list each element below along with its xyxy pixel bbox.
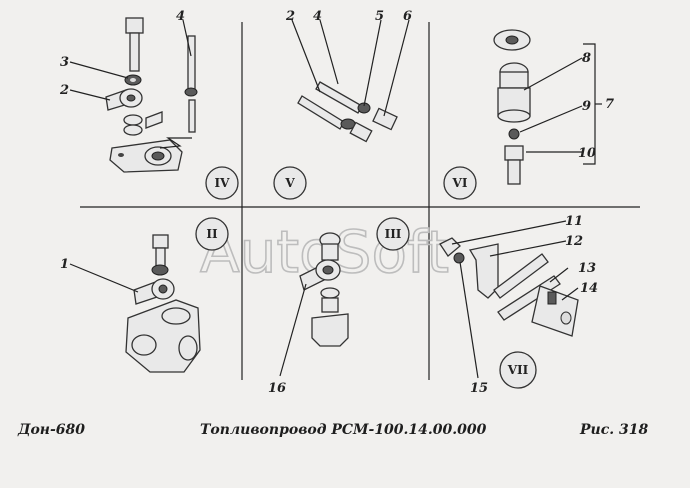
callout-3: 3 [60, 55, 69, 70]
callout-5: 5 [375, 9, 384, 24]
callout-7: 7 [605, 97, 614, 112]
callout-9: 9 [582, 99, 591, 114]
callout-13: 13 [578, 261, 596, 276]
callout-15: 15 [470, 381, 488, 396]
callout-1: 1 [60, 257, 69, 272]
section-v-parts [273, 81, 398, 200]
view-labels: II III IV V VI VII [206, 176, 528, 377]
view-label-vi: VI [452, 176, 468, 190]
view-label-ii: II [206, 227, 218, 241]
footer-model: Дон-680 [18, 422, 86, 438]
callout-4b: 4 [313, 9, 322, 24]
callout-12: 12 [565, 234, 583, 249]
callout-4a: 4 [176, 9, 185, 24]
view-label-iii: III [385, 227, 402, 241]
section-vii-parts [439, 237, 579, 389]
section-dividers [80, 22, 640, 380]
callout-11: 11 [565, 214, 583, 229]
section-iii-parts [299, 217, 410, 347]
section-ii-parts [125, 217, 229, 373]
view-label-v: V [284, 176, 295, 190]
callout-14: 14 [580, 281, 598, 296]
callout-2b: 2 [285, 9, 295, 24]
leader-lines [69, 19, 583, 379]
callout-2: 2 [59, 83, 69, 98]
callout-10: 10 [578, 146, 596, 161]
callout-numbers: 1 2 3 4 2 4 5 6 7 8 9 10 11 12 13 14 15 … [59, 9, 614, 396]
callout-16: 16 [268, 381, 286, 396]
section-vi-parts [443, 29, 602, 200]
footer-figure: Рис. 318 [580, 422, 649, 438]
footer-title: Топливопровод РСМ-100.14.00.000 [200, 422, 487, 438]
callout-6: 6 [403, 9, 412, 24]
callout-8: 8 [582, 51, 591, 66]
view-label-iv: IV [215, 176, 231, 190]
section-iv-parts [105, 17, 239, 200]
view-label-vii: VII [507, 363, 529, 377]
